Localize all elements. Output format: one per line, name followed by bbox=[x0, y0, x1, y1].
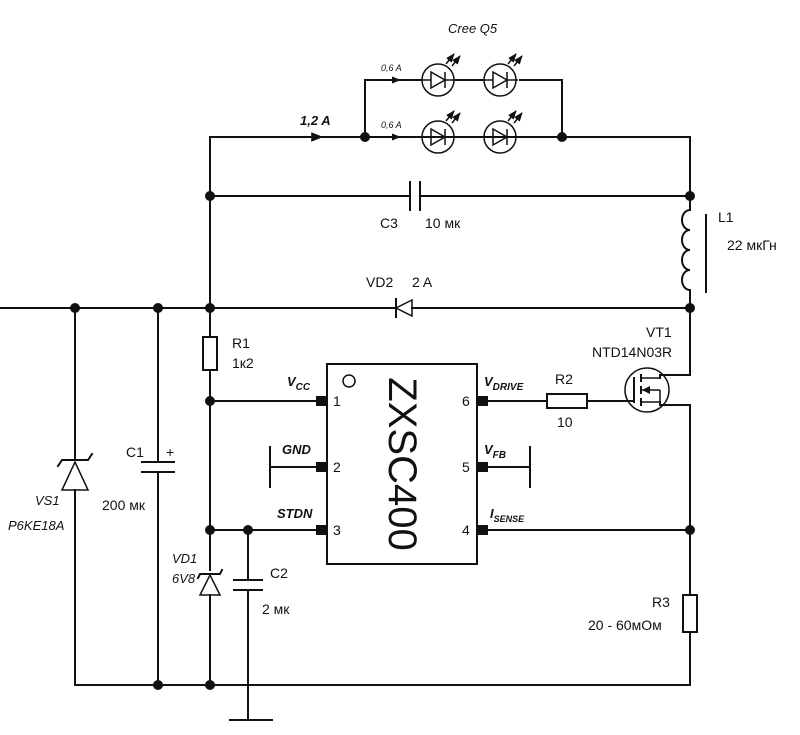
zener-diode-vd1 bbox=[196, 568, 224, 596]
led-1 bbox=[420, 53, 461, 97]
mosfet-vt1 bbox=[624, 367, 691, 413]
current-branch-1-label: 0,6 A bbox=[381, 63, 402, 73]
pin-6-number: 6 bbox=[462, 393, 470, 409]
vs1-name-label: VS1 bbox=[35, 493, 60, 508]
pin-vdrive-label: VDRIVE bbox=[484, 374, 524, 393]
c1-name-label: C1 bbox=[126, 444, 144, 460]
c1-value-label: 200 мк bbox=[102, 497, 146, 513]
inductor-l1 bbox=[681, 208, 707, 293]
diode-vd2 bbox=[394, 298, 413, 318]
c1-polarity-label: + bbox=[166, 444, 174, 460]
l1-value-label: 22 мкГн bbox=[727, 237, 777, 253]
resistor-r2 bbox=[546, 393, 588, 409]
led-array bbox=[420, 53, 563, 154]
vs1-value-label: P6KE18A bbox=[8, 518, 64, 533]
pin-4-number: 4 bbox=[462, 522, 470, 538]
led-2 bbox=[482, 53, 523, 97]
junctions bbox=[70, 132, 695, 690]
vd2-name-label: VD2 bbox=[366, 274, 393, 290]
resistor-r3 bbox=[682, 594, 698, 633]
vd2-value-label: 2 A bbox=[412, 274, 433, 290]
pin-5-number: 5 bbox=[462, 459, 470, 475]
pin-1-number: 1 bbox=[333, 393, 341, 409]
led-3 bbox=[420, 110, 461, 154]
led-group-label: Cree Q5 bbox=[448, 21, 498, 36]
pin-vcc-label: VCC bbox=[287, 374, 311, 393]
pin-vfb-label: VFB bbox=[484, 442, 506, 461]
r1-name-label: R1 bbox=[232, 335, 250, 351]
capacitor-c2 bbox=[233, 579, 263, 591]
resistor-r1 bbox=[202, 336, 218, 371]
vd1-value-label: 6V8 bbox=[172, 571, 196, 586]
ic-zxsc400 bbox=[316, 363, 488, 565]
pin-isense-label: ISENSE bbox=[490, 506, 525, 524]
tvs-diode-vs1 bbox=[56, 452, 94, 491]
c3-name-label: C3 bbox=[380, 215, 398, 231]
pin-2-number: 2 bbox=[333, 459, 341, 475]
current-branch-2-label: 0,6 A bbox=[381, 120, 402, 130]
c2-value-label: 2 мк bbox=[262, 601, 290, 617]
vt1-name-label: VT1 bbox=[646, 324, 672, 340]
current-arrows bbox=[305, 76, 401, 142]
r3-value-label: 20 - 60мОм bbox=[588, 617, 662, 633]
labels: Cree Q5 1,2 A 0,6 A 0,6 A C3 10 мк L1 22… bbox=[8, 21, 777, 633]
l1-name-label: L1 bbox=[718, 209, 734, 225]
r2-name-label: R2 bbox=[555, 371, 573, 387]
r3-name-label: R3 bbox=[652, 594, 670, 610]
pin-3-number: 3 bbox=[333, 522, 341, 538]
vd1-name-label: VD1 bbox=[172, 551, 197, 566]
led-4 bbox=[482, 110, 523, 154]
capacitor-c1 bbox=[141, 461, 175, 473]
pin-gnd-label: GND bbox=[282, 442, 312, 457]
c2-name-label: C2 bbox=[270, 565, 288, 581]
vt1-value-label: NTD14N03R bbox=[592, 344, 672, 360]
c3-value-label: 10 мк bbox=[425, 215, 461, 231]
current-main-label: 1,2 A bbox=[300, 113, 331, 128]
r1-value-label: 1к2 bbox=[232, 355, 254, 371]
ic-name-label: ZXSC400 bbox=[380, 377, 424, 550]
pin-stdn-label: STDN bbox=[277, 506, 313, 521]
capacitor-c3 bbox=[409, 181, 421, 211]
r2-value-label: 10 bbox=[557, 414, 573, 430]
